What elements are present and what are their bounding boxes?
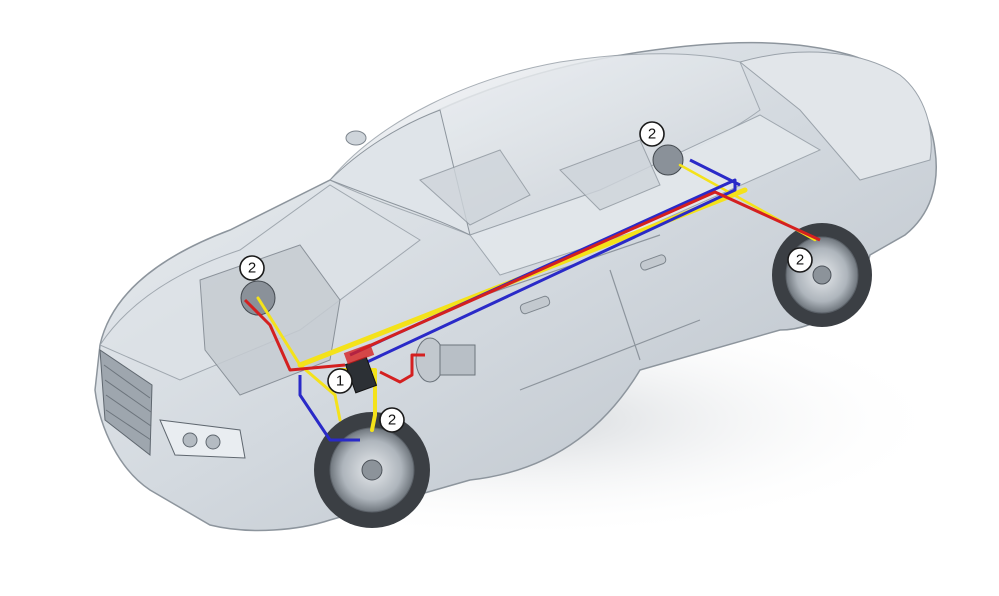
brake-lines-red [243, 190, 821, 384]
rear-left-brake-disc [652, 144, 684, 176]
callout-rear-right-wheel: 2 [787, 247, 813, 273]
callout-control-unit: 1 [327, 368, 353, 394]
callout-rear-left-wheel: 2 [639, 121, 665, 147]
callout-label: 2 [248, 260, 256, 277]
callout-label: 2 [648, 126, 656, 143]
callout-label: 2 [796, 252, 804, 269]
callout-label: 2 [388, 412, 396, 429]
callout-front-left-wheel: 2 [239, 255, 265, 281]
rear-wheel [772, 223, 872, 327]
callout-label: 1 [336, 373, 344, 390]
callout-front-right-wheel: 2 [379, 407, 405, 433]
sensor-lines [256, 163, 817, 432]
hydraulic-control-unit [343, 343, 378, 394]
